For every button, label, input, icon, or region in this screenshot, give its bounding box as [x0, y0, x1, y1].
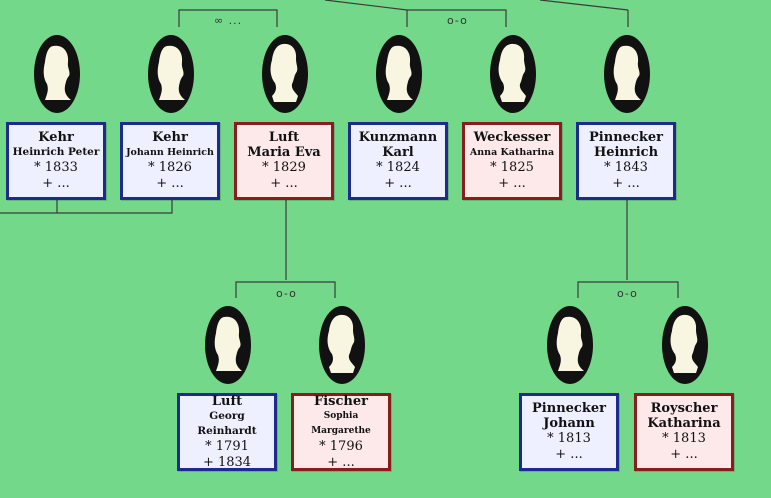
person-given-name: Karl [382, 145, 414, 160]
connector-offscreen-top-left [324, 0, 408, 11]
person-birth: * 1813 [662, 431, 706, 446]
person-death: + ... [612, 176, 640, 191]
person-card-weckesser-anna-katharina[interactable]: Weckesser Anna Katharina * 1825 + ... [462, 122, 562, 200]
person-death: + ... [156, 176, 184, 191]
male-silhouette-icon [205, 306, 251, 384]
person-given-name: Sophia Margarethe [311, 410, 371, 436]
person-surname: Kehr [152, 130, 188, 145]
person-birth: * 1826 [148, 160, 192, 175]
person-death: + ... [384, 176, 412, 191]
male-silhouette-icon [376, 35, 422, 113]
male-silhouette-icon [148, 35, 194, 113]
person-card-royscher-katharina[interactable]: Royscher Katharina * 1813 + ... [634, 393, 734, 471]
male-silhouette-icon [604, 35, 650, 113]
person-birth: * 1825 [490, 160, 534, 175]
person-surname: Kunzmann [358, 130, 438, 145]
couple-symbol-luft-fischer: o-o [276, 287, 297, 300]
male-silhouette-icon [34, 35, 80, 113]
person-birth: * 1824 [376, 160, 420, 175]
couple-symbol-kehr-luft: ∞ ... [214, 14, 243, 27]
person-birth: * 1813 [547, 431, 591, 446]
person-given-name: Heinrich [593, 145, 659, 160]
couple-bracket-kehr-luft [178, 9, 278, 27]
connector-offscreen-top-right [539, 0, 629, 11]
male-silhouette-icon [547, 306, 593, 384]
person-death: + ... [327, 454, 355, 470]
person-surname: Pinnecker [532, 401, 606, 416]
couple-symbol-kunzmann-weckesser: o-o [447, 14, 468, 27]
person-card-pinnecker-heinrich[interactable]: Pinnecker Heinrich * 1843 + ... [576, 122, 676, 200]
person-card-pinnecker-johann[interactable]: Pinnecker Johann * 1813 + ... [519, 393, 619, 471]
person-death: + 1834 [202, 454, 252, 470]
person-birth: * 1791 [205, 438, 249, 454]
person-card-luft-maria-eva[interactable]: Luft Maria Eva * 1829 + ... [234, 122, 334, 200]
person-card-kunzmann-karl[interactable]: Kunzmann Karl * 1824 + ... [348, 122, 448, 200]
parents-connector-pinnecker [577, 200, 679, 298]
person-birth: * 1796 [319, 438, 363, 454]
person-card-kehr-heinrich-peter[interactable]: Kehr Heinrich Peter * 1833 + ... [6, 122, 106, 200]
female-silhouette-icon [262, 35, 308, 113]
person-death: + ... [670, 447, 698, 462]
person-surname: Luft [211, 393, 243, 409]
parents-connector-luft [235, 200, 336, 298]
person-surname: Pinnecker [589, 130, 663, 145]
couple-symbol-pinnecker-royscher: o-o [617, 287, 638, 300]
female-silhouette-icon [662, 306, 708, 384]
person-card-luft-georg-reinhardt[interactable]: Luft Georg Reinhardt * 1791 + 1834 [177, 393, 277, 471]
person-surname: Weckesser [473, 130, 551, 145]
person-given-name: Katharina [647, 416, 721, 431]
person-card-fischer-sophia-margarethe[interactable]: Fischer Sophia Margarethe * 1796 + ... [291, 393, 391, 471]
female-silhouette-icon [490, 35, 536, 113]
person-birth: * 1833 [34, 160, 78, 175]
person-birth: * 1829 [262, 160, 306, 175]
person-given-name: Anna Katharina [469, 147, 555, 158]
person-death: + ... [42, 176, 70, 191]
children-connector-kehr [0, 200, 173, 214]
person-given-name: Heinrich Peter [12, 146, 100, 158]
couple-bracket-kunzmann-weckesser [406, 9, 507, 27]
person-given-name: Johann Heinrich [126, 147, 214, 158]
person-death: + ... [555, 447, 583, 462]
person-birth: * 1843 [604, 160, 648, 175]
person-card-kehr-johann-heinrich[interactable]: Kehr Johann Heinrich * 1826 + ... [120, 122, 220, 200]
person-surname: Kehr [38, 130, 74, 145]
female-silhouette-icon [319, 306, 365, 384]
person-given-name: Maria Eva [247, 145, 321, 160]
person-surname: Royscher [650, 401, 718, 416]
person-surname: Fischer [314, 393, 368, 409]
person-surname: Luft [268, 130, 300, 145]
person-given-name: Georg Reinhardt [197, 409, 257, 437]
person-given-name: Johann [543, 416, 595, 431]
person-death: + ... [270, 176, 298, 191]
person-death: + ... [498, 176, 526, 191]
